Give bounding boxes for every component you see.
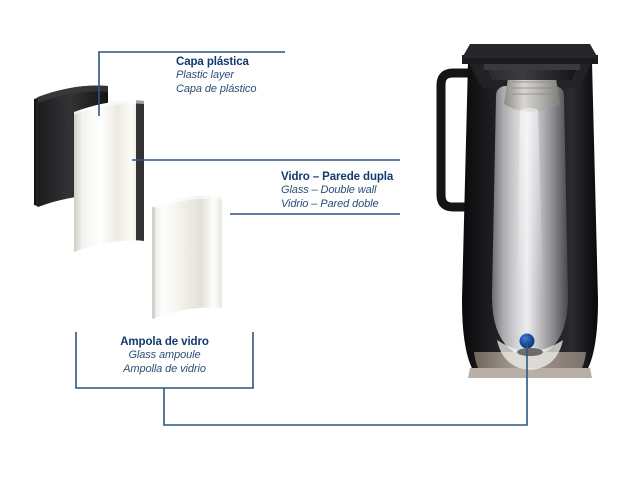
glass-inner-wall-panel — [152, 195, 222, 319]
leader-line-plastic-layer — [98, 51, 285, 116]
glass-outer-wall-panel — [74, 100, 144, 252]
thermos-cutaway — [436, 44, 598, 378]
callout-subtitle-es: Ampolla de vidrio — [123, 362, 206, 375]
callout-title: Capa plástica — [176, 56, 249, 68]
callout-subtitle-es: Capa de plástico — [176, 82, 257, 95]
callout-subtitle-en: Glass ampoule — [128, 349, 201, 361]
callout-plastic-layer: Capa plástica Plastic layer Capa de plás… — [176, 55, 256, 96]
callout-glass-double-wall: Vidro – Parede dupla Glass – Double wall… — [281, 170, 393, 211]
callout-subtitle-en: Glass – Double wall — [281, 184, 377, 196]
leader-line-glass-ampoule — [75, 332, 528, 426]
leader-line-glass-double-wall — [132, 159, 400, 215]
ampoule-neck — [504, 78, 560, 112]
callout-subtitle-en: Plastic layer — [176, 69, 234, 81]
callout-title: Vidro – Parede dupla — [281, 171, 394, 183]
callout-glass-ampoule: Ampola de vidro Glass ampoule Ampolla de… — [76, 335, 253, 376]
callout-subtitle-es: Vidrio – Pared doble — [281, 197, 379, 210]
callout-title: Ampola de vidro — [120, 336, 209, 348]
